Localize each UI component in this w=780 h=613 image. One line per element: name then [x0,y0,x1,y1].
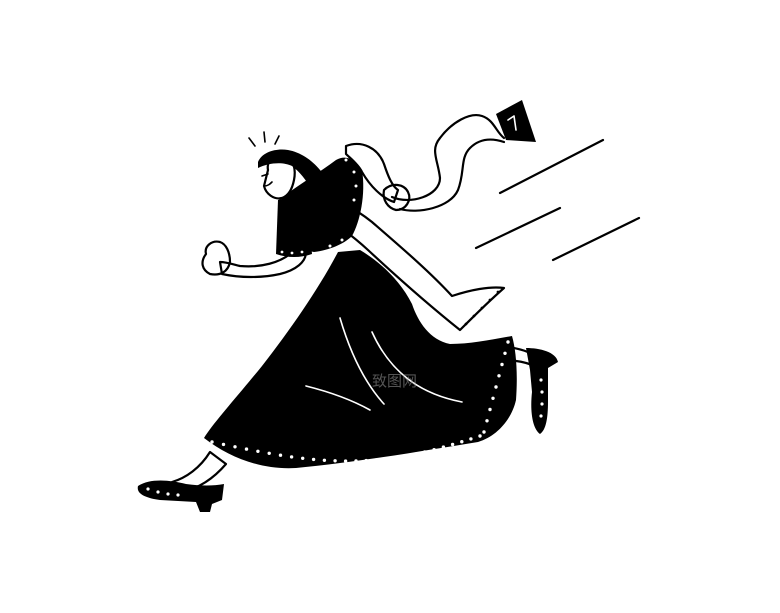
alert-marks-icon [248,131,280,147]
hem-dot [384,457,388,461]
hem-dot [354,459,358,463]
hem-dot [404,454,408,458]
speed-line [551,216,641,262]
hem-dot [343,459,348,463]
hem-dot [311,457,316,462]
speed-line [498,138,605,195]
hem-dot [322,458,327,462]
hem-dot [432,448,436,452]
hem-dot [221,442,226,447]
hem-dot [278,453,283,457]
hem-dot [364,458,368,463]
skirt [204,250,517,469]
hem-dot [244,447,249,451]
hem-dot [333,459,337,463]
front-arm [201,198,312,279]
hem-dot [500,362,504,367]
hem-dot [491,396,495,400]
flying-ribbon [390,100,536,212]
hem-dot [413,452,417,456]
hem-dot [267,451,271,455]
watermark-text: 致图网 [372,372,417,390]
hair [258,149,323,190]
hem-dot [441,445,446,449]
speed-line [474,206,562,250]
back-fist [382,183,411,212]
tassel-icon [496,100,536,142]
hem-dot [469,437,473,441]
hem-dot [460,440,464,444]
back-arm [344,142,411,212]
hem-dot [506,340,510,344]
hem-dot [394,455,398,460]
hem-dot [503,351,507,355]
hem-dot [482,430,486,434]
hem-dot [289,455,294,459]
skirt-hem-dots [210,340,510,463]
hem-dot [233,445,237,449]
front-leg [137,450,228,512]
hem-dot [256,449,260,453]
hem-dot [450,442,455,447]
sash [300,184,506,332]
hem-dot [488,407,492,412]
hem-dot [494,385,498,389]
hem-dot [374,458,378,462]
front-fist [201,240,232,276]
hem-dot [423,450,427,454]
hem-dot [478,434,482,438]
hem-dot [497,374,501,378]
hem-dot [210,440,214,444]
hem-dot [485,419,489,423]
hem-dot [301,456,305,460]
head [248,131,323,208]
front-shoe [137,480,224,512]
speed-lines [474,138,641,262]
